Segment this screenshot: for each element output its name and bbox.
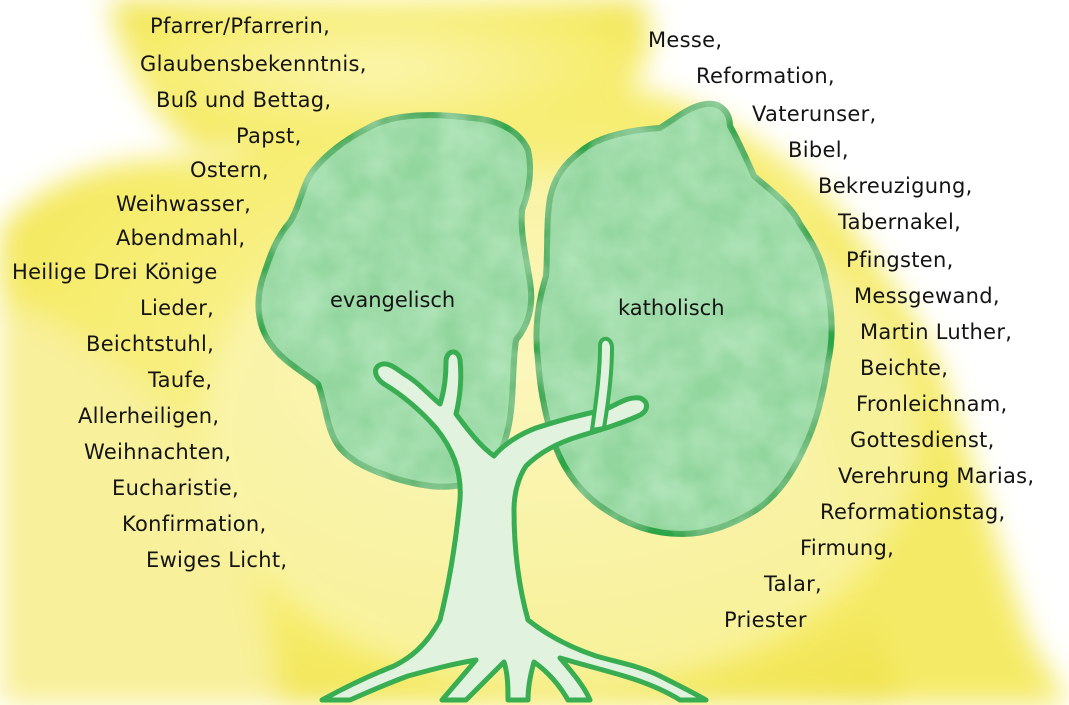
left-word-lieder: Lieder,: [140, 298, 214, 319]
right-word-firmung: Firmung,: [800, 538, 894, 559]
crown-label-evangelisch: evangelisch: [330, 288, 455, 312]
right-word-talar: Talar,: [764, 574, 822, 595]
left-word-weihwasser: Weihwasser,: [116, 194, 251, 215]
right-word-messgewand: Messgewand,: [854, 286, 1000, 307]
right-word-fronleichnam: Fronleichnam,: [856, 394, 1008, 415]
left-word-weihnachten: Weihnachten,: [84, 442, 231, 463]
left-word-konfirmation: Konfirmation,: [122, 514, 267, 535]
left-word-papst: Papst,: [236, 126, 302, 147]
right-word-reformation: Reformation,: [696, 66, 835, 87]
right-word-bibel: Bibel,: [788, 140, 849, 161]
right-word-messe: Messe,: [648, 30, 722, 51]
right-word-priester: Priester: [724, 610, 807, 631]
right-word-bekreuzigung: Bekreuzigung,: [818, 176, 973, 197]
left-word-allerheiligen: Allerheiligen,: [78, 406, 219, 427]
left-word-buss-und-bettag: Buß und Bettag,: [156, 90, 331, 111]
left-word-ostern: Ostern,: [190, 160, 269, 181]
right-word-gottesdienst: Gottesdienst,: [850, 430, 995, 451]
right-word-beichte: Beichte,: [860, 358, 948, 379]
left-word-pfarrer: Pfarrer/Pfarrerin,: [150, 16, 330, 37]
left-word-taufe: Taufe,: [148, 370, 212, 391]
left-word-glaubensbekenntnis: Glaubensbekenntnis,: [140, 54, 367, 75]
right-word-tabernakel: Tabernakel,: [838, 212, 961, 233]
crown-label-katholisch: katholisch: [618, 296, 725, 320]
left-word-ewiges-licht: Ewiges Licht,: [146, 550, 287, 571]
left-word-beichtstuhl: Beichtstuhl,: [86, 334, 214, 355]
right-word-vaterunser: Vaterunser,: [752, 104, 876, 125]
right-word-verehrung-marias: Verehrung Marias,: [838, 466, 1034, 487]
left-word-abendmahl: Abendmahl,: [116, 228, 245, 249]
right-word-martin-luther: Martin Luther,: [860, 322, 1012, 343]
left-word-eucharistie: Eucharistie,: [112, 478, 239, 499]
right-word-pfingsten: Pfingsten,: [846, 250, 954, 271]
left-word-heilige-drei-koenige: Heilige Drei Könige: [12, 262, 218, 283]
right-word-reformationstag: Reformationstag,: [820, 502, 1005, 523]
